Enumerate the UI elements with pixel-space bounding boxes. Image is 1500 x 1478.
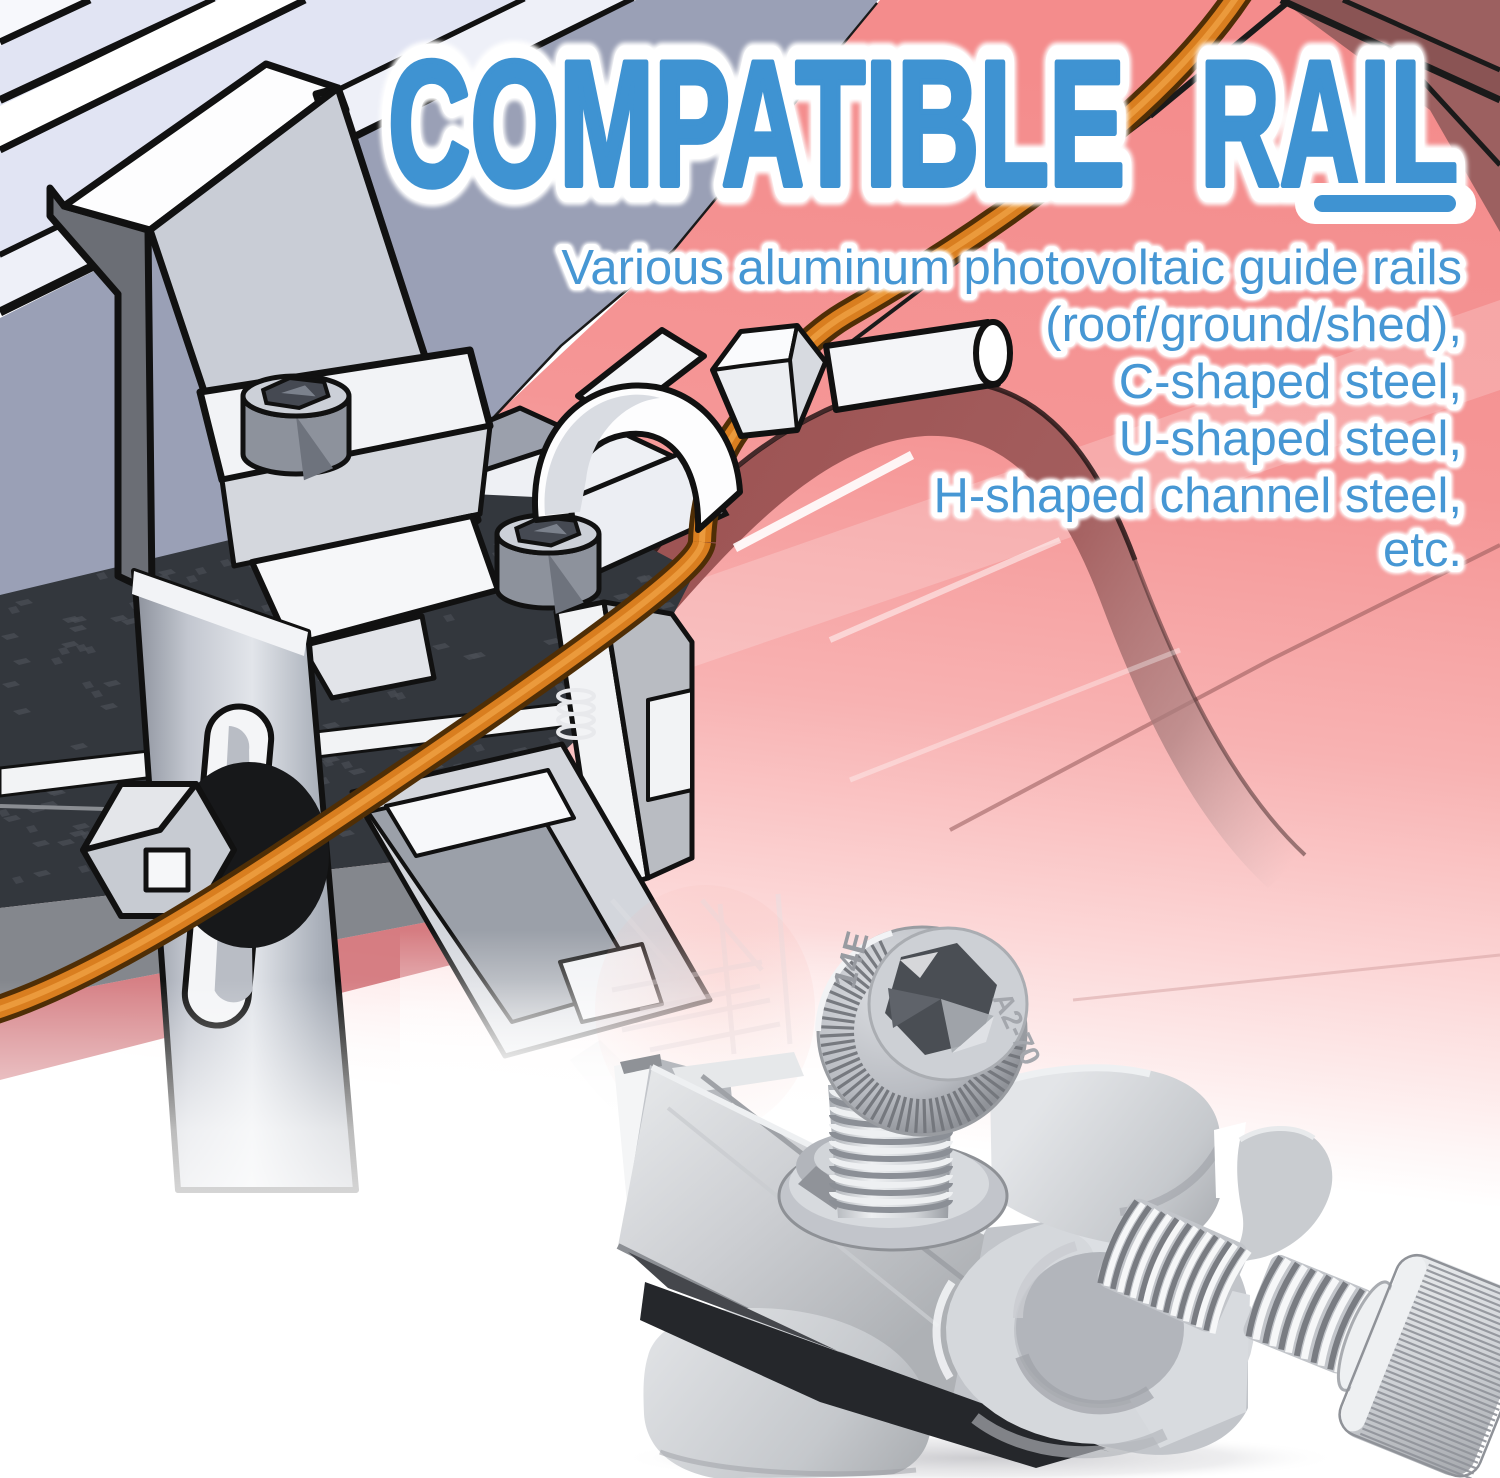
svg-text:C-shaped steel,: C-shaped steel,	[1119, 355, 1462, 409]
svg-text:U-shaped steel,: U-shaped steel,	[1119, 412, 1462, 466]
svg-text:(roof/ground/shed),: (roof/ground/shed),	[1045, 298, 1462, 352]
svg-text:Various aluminum photovoltaic: Various aluminum photovoltaic guide rail…	[561, 241, 1462, 295]
svg-text:Various aluminum photovoltaic: Various aluminum photovoltaic guide rail…	[561, 241, 1462, 295]
svg-text:U-shaped steel,: U-shaped steel,	[1119, 412, 1462, 466]
svg-text:COMPATIBLE: COMPATIBLE	[388, 24, 1125, 223]
svg-text:COMPATIBLE: COMPATIBLE	[388, 24, 1125, 223]
svg-text:H-shaped channel steel,: H-shaped channel steel,	[934, 469, 1462, 523]
svg-text:etc.: etc.	[1383, 523, 1462, 577]
svg-text:Various aluminum photovoltaic: Various aluminum photovoltaic guide rail…	[561, 241, 1462, 295]
svg-text:H-shaped channel steel,: H-shaped channel steel,	[934, 469, 1462, 523]
svg-text:C-shaped steel,: C-shaped steel,	[1119, 355, 1462, 409]
svg-text:C-shaped steel,: C-shaped steel,	[1119, 355, 1462, 409]
svg-text:H-shaped channel steel,: H-shaped channel steel,	[934, 469, 1462, 523]
svg-text:U-shaped steel,: U-shaped steel,	[1119, 412, 1462, 466]
svg-text:etc.: etc.	[1383, 523, 1462, 577]
svg-text:(roof/ground/shed),: (roof/ground/shed),	[1045, 298, 1462, 352]
svg-text:COMPATIBLE: COMPATIBLE	[388, 24, 1125, 223]
svg-text:etc.: etc.	[1383, 523, 1462, 577]
svg-text:(roof/ground/shed),: (roof/ground/shed),	[1045, 298, 1462, 352]
